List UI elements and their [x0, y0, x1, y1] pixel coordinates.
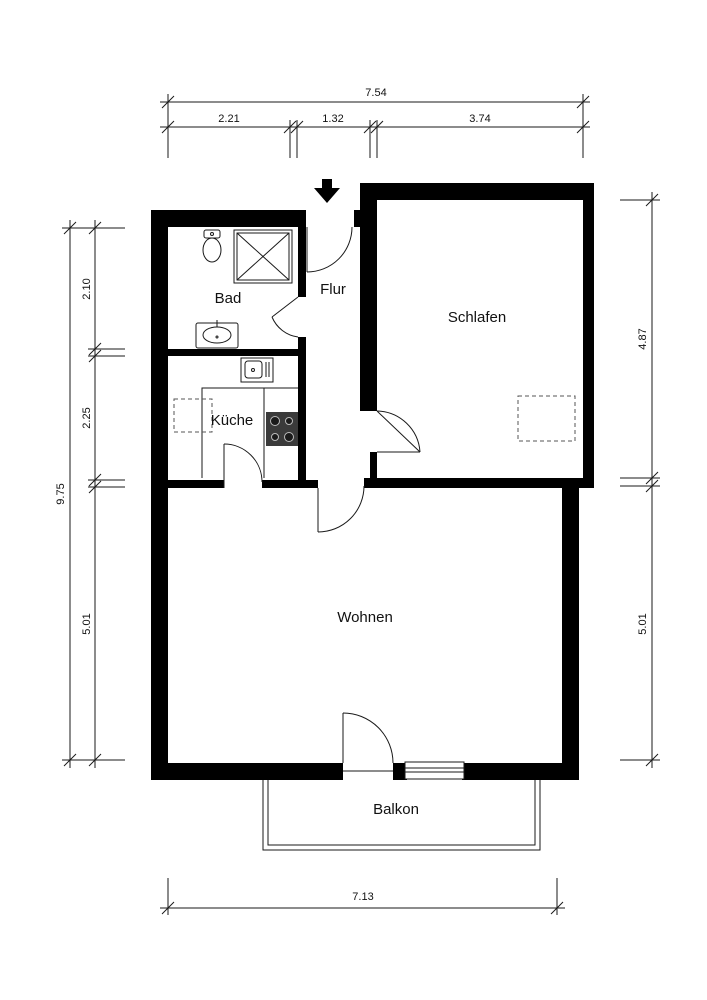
kitchen-appliance-placeholder — [173, 398, 213, 433]
walls — [151, 183, 594, 780]
dim-left-seg-1: 2.10 — [81, 278, 93, 299]
room-label-wohnen: Wohnen — [337, 609, 393, 626]
shower-icon — [233, 229, 293, 284]
room-label-schlafen: Schlafen — [448, 309, 506, 326]
dim-top-seg-1: 2.21 — [218, 113, 239, 125]
dim-right-seg-1: 4.87 — [637, 328, 649, 349]
dimension-lines — [62, 94, 660, 915]
toilet-icon — [202, 229, 222, 263]
room-label-balkon: Balkon — [373, 801, 419, 818]
dim-left-seg-2: 2.25 — [81, 407, 93, 428]
kitchen-counter — [201, 387, 298, 478]
dim-left-total: 9.75 — [55, 483, 67, 504]
dim-left-seg-3: 5.01 — [81, 613, 93, 634]
dim-top-seg-2: 1.32 — [322, 113, 343, 125]
cooktop-icon — [266, 412, 298, 446]
window-balkon — [404, 761, 465, 780]
sink-icon — [240, 357, 274, 383]
room-label-kueche: Küche — [211, 412, 254, 429]
room-label-bad: Bad — [215, 290, 242, 307]
room-label-flur: Flur — [320, 281, 346, 298]
bedroom-furniture-placeholder — [517, 395, 576, 442]
washbasin-icon — [195, 320, 239, 349]
balcony — [262, 780, 541, 851]
entrance-arrow-icon — [314, 179, 340, 203]
dim-top-seg-3: 3.74 — [469, 113, 490, 125]
dim-bottom-total: 7.13 — [352, 891, 373, 903]
dim-right-seg-2: 5.01 — [637, 613, 649, 634]
dim-top-total: 7.54 — [365, 87, 386, 99]
doors — [223, 226, 421, 772]
